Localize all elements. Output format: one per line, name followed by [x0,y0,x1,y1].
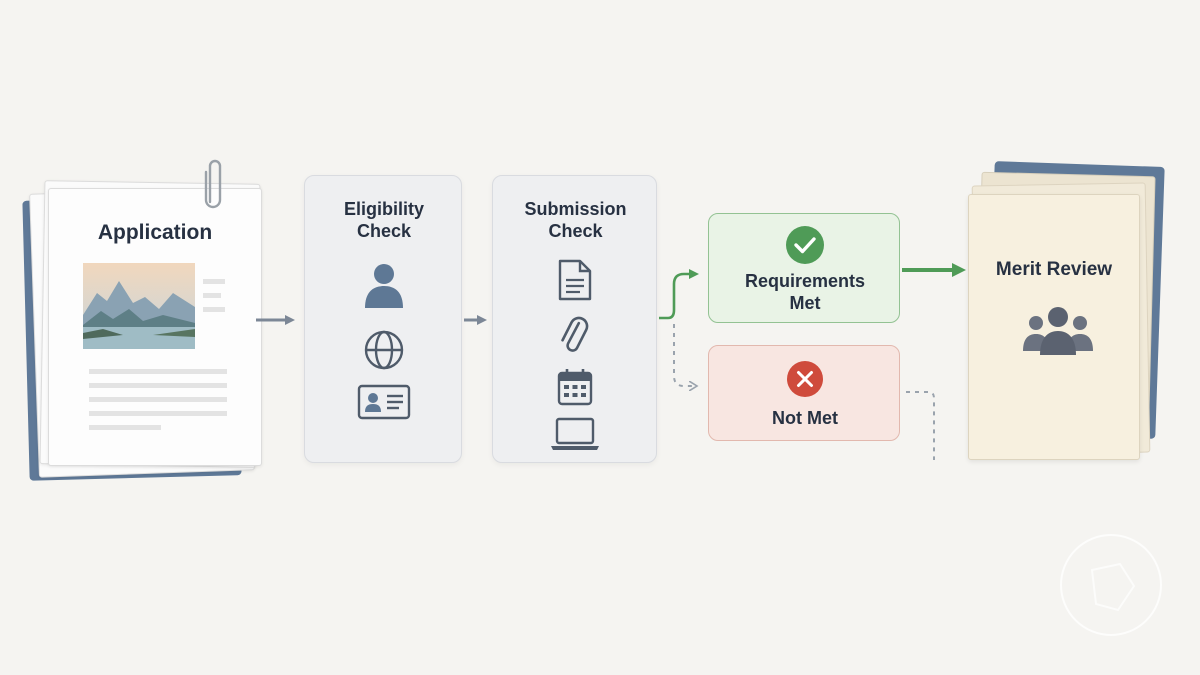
not-met-box: Not Met [708,345,900,441]
text-line [89,383,227,388]
eligibility-check-title: Eligibility Check [305,198,463,242]
laptop-icon [551,417,599,450]
x-icon [787,361,823,397]
merit-review-label: Merit Review [995,259,1113,280]
not-met-label: Not Met [772,408,838,428]
submission-title-line2: Check [548,221,603,241]
paperclip-icon [204,159,222,209]
group-icon [1023,307,1093,355]
arrow-submission-to-not-met [673,324,696,386]
submission-check-panel: Submission Check [492,175,657,463]
landscape-image [83,263,195,349]
requirements-met-box: Requirements Met [708,213,900,323]
id-card-icon [357,384,411,420]
watermark-seal-icon [1060,534,1162,636]
submission-check-title: Submission Check [493,198,658,242]
application-label: Application [97,221,213,244]
text-line [89,369,227,374]
merit-front-page: Merit Review [968,194,1140,460]
eligibility-check-panel: Eligibility Check [304,175,462,463]
check-icon [786,226,824,264]
text-line [203,279,225,284]
requirements-met-line2: Met [789,293,821,313]
text-line [89,425,161,430]
document-icon [558,259,592,301]
text-line [203,293,221,298]
submission-title-line1: Submission [524,199,627,219]
text-line [203,307,225,312]
application-front-page: Application [48,188,262,466]
eligibility-title-line1: Eligibility [343,199,424,219]
paperclip-icon [561,316,589,352]
application-stack: Application [20,159,270,490]
requirements-met-line1: Requirements [744,271,866,291]
eligibility-title-line2: Check [356,221,412,241]
arrow-submission-to-requirements-met [659,269,699,320]
calendar-icon [557,369,593,406]
requirements-met-label: Requirements Met [709,270,901,314]
text-line [89,397,227,402]
globe-icon [364,330,404,370]
person-icon [365,264,403,308]
merit-review-stack: Merit Review [960,160,1180,460]
not-met-dotted-continuation [906,391,935,460]
text-line [89,411,227,416]
